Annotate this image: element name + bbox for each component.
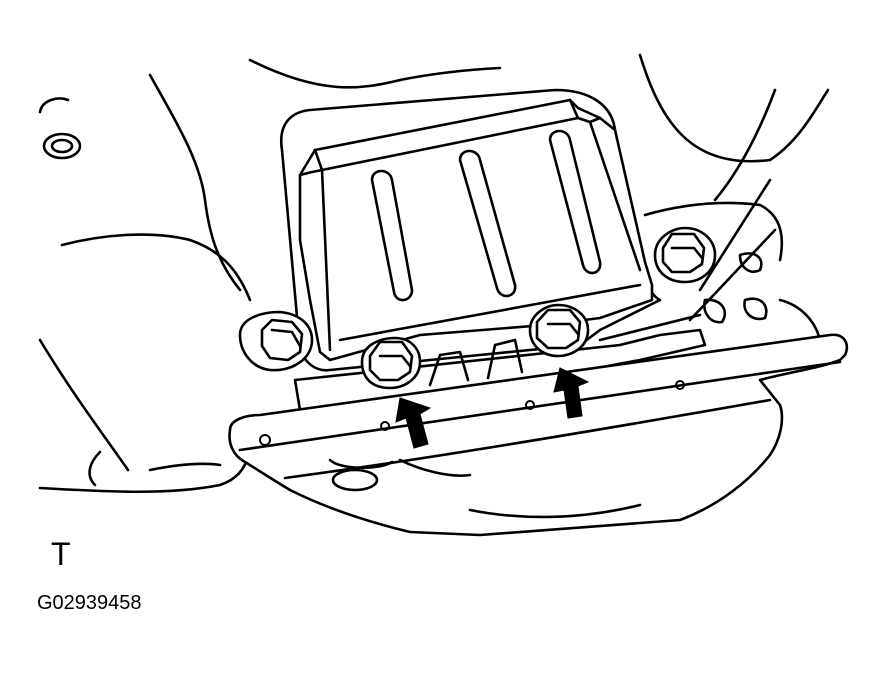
engine-mount [298, 98, 654, 362]
view-letter: T [51, 536, 71, 572]
mount-slot [458, 149, 517, 298]
pan-hole [331, 468, 379, 492]
bolt-right-target [528, 303, 590, 358]
bolt-upper-right [653, 226, 717, 284]
arrow-right-target [553, 367, 590, 419]
transmission-pan [228, 333, 849, 537]
arrow-left-target [395, 397, 432, 449]
lower-left-frame [38, 338, 250, 494]
right-bracket [248, 53, 830, 342]
mount-slot [370, 169, 414, 302]
housing-hole [42, 132, 82, 160]
bolt-far-left [238, 310, 314, 372]
figure-code: G02939458 [37, 592, 142, 614]
upper-left-housing [38, 73, 252, 302]
bolt-left-target [360, 336, 422, 390]
mount-slot [548, 129, 602, 275]
